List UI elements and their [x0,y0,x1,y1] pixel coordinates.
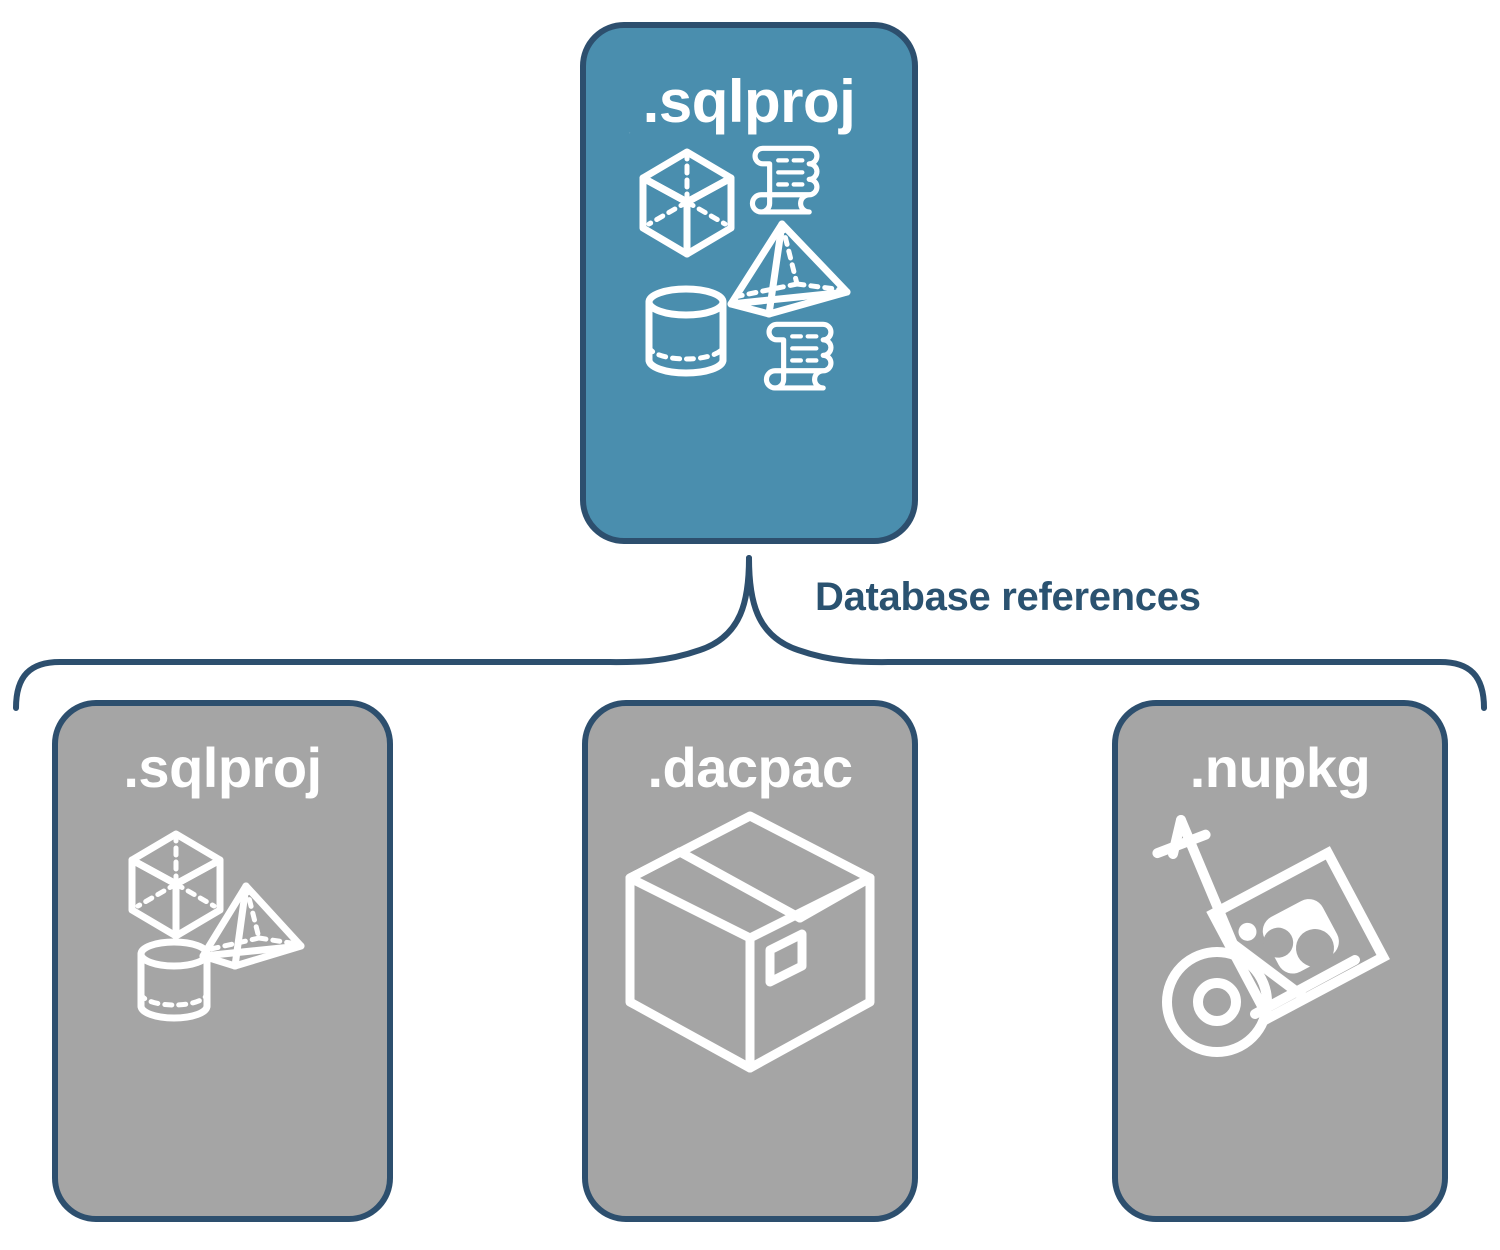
scroll-icon [763,321,834,391]
scroll-icon [749,145,820,215]
cylinder-icon [645,285,727,377]
hand-truck-icon-svg [1152,815,1390,1057]
cube-icon [128,830,223,940]
node-title: .sqlproj [642,68,856,135]
root-icon-svg [629,132,851,391]
package-box-icon [625,811,875,1073]
package-box-icon-svg [625,811,875,1073]
nupkg-icon-group [1118,796,1442,1216]
node-sqlproj-root[interactable]: .sqlproj [580,22,918,544]
connector-label: Database references [815,575,1201,619]
child-sqlproj-icon-svg [128,830,304,1022]
bracket-left-arm [13,555,752,711]
node-dacpac[interactable]: .dacpac [582,700,918,1222]
root-icon-group [586,132,912,538]
cylinder-icon [137,938,210,1022]
node-title: .nupkg [1189,736,1371,799]
pyramid-icon [727,220,851,318]
package-on-truck-icon [1206,846,1390,1025]
node-title: .sqlproj [123,736,322,799]
dacpac-icon-group [588,796,912,1216]
node-nupkg[interactable]: .nupkg [1112,700,1448,1222]
node-title: .dacpac [647,736,853,799]
child-sqlproj-icon-group [58,796,387,1216]
node-sqlproj-child[interactable]: .sqlproj [52,700,393,1222]
hand-truck-icon [1152,815,1360,1057]
cube-icon [629,132,735,258]
